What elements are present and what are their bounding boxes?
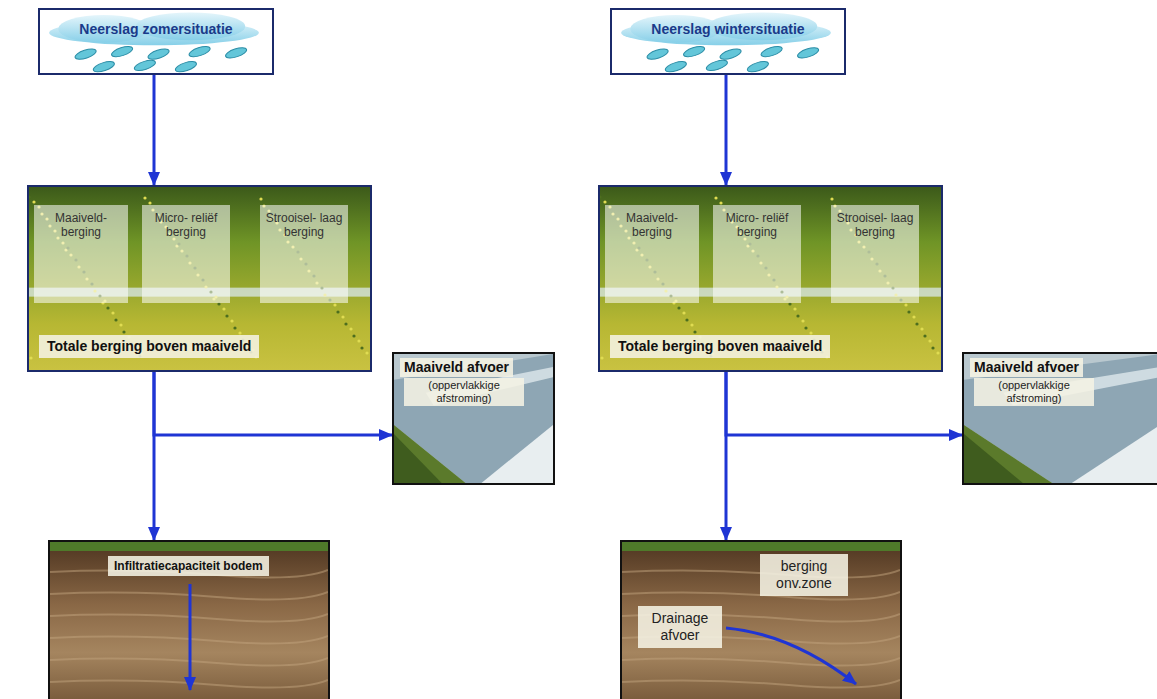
node-label: Neerslag zomersituatie (40, 21, 272, 38)
runoff-box: Maaiveld afvoer(oppervlakkige afstroming… (392, 352, 555, 485)
node-label: (oppervlakkige afstroming) (404, 378, 524, 406)
node-label: Strooisel- laag berging (260, 209, 348, 242)
node-label: Drainage afvoer (638, 606, 722, 648)
surface-storage-box: Totale berging boven maaiveld Maaiveld- b… (598, 185, 943, 372)
node-label: Maaiveld afvoer (400, 358, 513, 377)
rain-cloud-illustration (40, 10, 268, 73)
node-label: Micro- reliëf berging (713, 209, 801, 242)
precipitation-box: Neerslag wintersituatie (610, 8, 846, 75)
storage-type-box: Maaiveld- berging (34, 205, 128, 303)
node-label: Maaiveld- berging (34, 209, 128, 242)
precipitation-box: Neerslag zomersituatie (38, 8, 274, 75)
node-label: Totale berging boven maaiveld (39, 335, 259, 358)
storage-type-box: Micro- reliëf berging (142, 205, 230, 303)
rain-cloud-illustration (612, 10, 840, 73)
flow-arrow (154, 372, 392, 435)
flow-arrow (726, 372, 962, 435)
flow-arrow (725, 75, 728, 185)
flow-arrow (153, 75, 156, 185)
node-label: Micro- reliëf berging (142, 209, 230, 242)
node-label: Maaiveld afvoer (970, 358, 1083, 377)
flow-arrow (153, 372, 156, 540)
node-label: Infiltratiecapaciteit bodem (108, 556, 269, 576)
surface-storage-box: Totale berging boven maaiveld Maaiveld- b… (27, 185, 372, 372)
node-label: (oppervlakkige afstroming) (974, 378, 1094, 406)
node-label: Maaiveld- berging (605, 209, 699, 242)
node-label: Totale berging boven maaiveld (610, 335, 830, 358)
soil-box: Infiltratiecapaciteit bodem (48, 540, 330, 699)
node-label: Neerslag wintersituatie (612, 21, 844, 38)
node-label: Strooisel- laag berging (831, 209, 919, 242)
runoff-box: Maaiveld afvoer(oppervlakkige afstroming… (962, 352, 1157, 485)
node-label: berging onv.zone (760, 554, 848, 596)
storage-type-box: Micro- reliëf berging (713, 205, 801, 303)
storage-type-box: Strooisel- laag berging (831, 205, 919, 303)
storage-type-box: Maaiveld- berging (605, 205, 699, 303)
flow-arrow (725, 372, 728, 540)
storage-type-box: Strooisel- laag berging (260, 205, 348, 303)
soil-box: berging onv.zoneDrainage afvoer (620, 540, 902, 699)
